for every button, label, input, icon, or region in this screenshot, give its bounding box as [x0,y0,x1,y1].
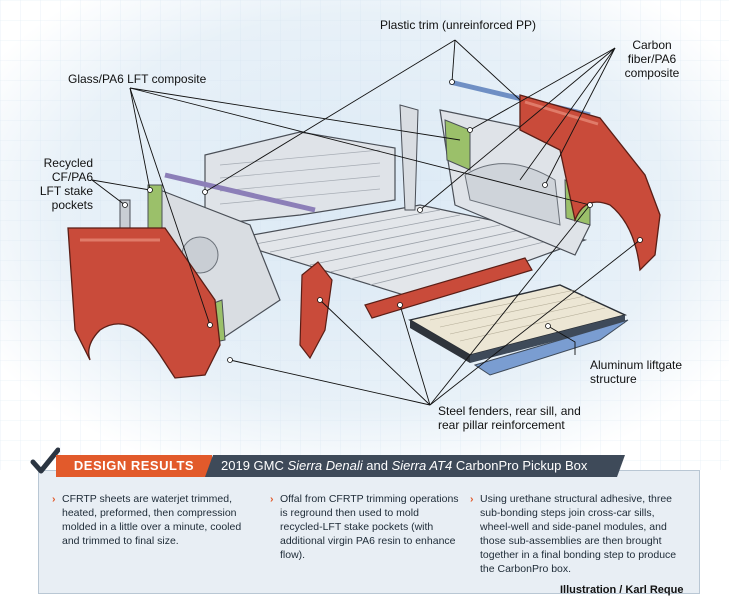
label-plastic-trim: Plastic trim (unreinforced PP) [380,18,537,32]
title-sierra-at4: Sierra AT4 [391,458,453,473]
liftgate [408,284,629,376]
label-aluminum-line1: Aluminum liftgate [590,358,683,372]
bed-floor [224,204,588,301]
label-steel-line1: Steel fenders, rear sill, and [438,404,581,418]
label-carbon-fiber: Carbon fiber/PA6 composite [612,38,692,80]
label-recycled-line4: pockets [51,198,93,212]
leader-lines [91,39,641,406]
plastic-trim-left [164,172,316,213]
illustration-credit: Illustration / Karl Reque [560,584,684,596]
result-column-1: › CFRTP sheets are waterjet trimmed, hea… [52,492,247,548]
checkmark-icon [30,447,60,474]
label-aluminum-line2: structure [590,372,637,386]
bullet-arrow-icon: › [270,493,274,505]
result-column-3: › Using urethane structural adhesive, th… [470,492,680,576]
label-glass-pa6: Glass/PA6 LFT composite [68,72,207,86]
label-carbon-fiber-line3: composite [624,66,680,80]
result-text-2: Offal from CFRTP trimming operations is … [280,493,459,561]
right-steel-fender [519,94,661,272]
bullet-arrow-icon: › [470,493,474,505]
left-steel-fender [67,227,221,379]
rear-sill [364,257,533,319]
label-carbon-fiber-line2: fiber/PA6 [627,52,677,66]
rear-pillar-reinforcement [299,261,333,360]
label-recycled-stake-pockets: Recycled CF/PA6 LFT stake pockets [38,156,93,212]
design-results-title: 2019 GMC Sierra Denali and Sierra AT4 Ca… [205,455,625,477]
result-text-3: Using urethane structural adhesive, thre… [480,493,677,575]
label-aluminum-liftgate: Aluminum liftgate structure [590,358,682,386]
design-results-badge: DESIGN RESULTS [56,455,212,477]
label-recycled-line2: CF/PA6 [51,170,93,184]
label-recycled-line3: LFT stake [39,184,93,198]
bullet-arrow-icon: › [52,493,56,505]
label-steel-line2: rear pillar reinforcement [438,418,565,432]
leader-dots [122,79,643,363]
label-carbon-fiber-line1: Carbon [632,38,672,52]
result-text-1: CFRTP sheets are waterjet trimmed, heate… [62,493,242,547]
result-column-2: › Offal from CFRTP trimming operations i… [270,492,460,562]
label-steel: Steel fenders, rear sill, and rear pilla… [438,404,581,432]
label-recycled-line1: Recycled [43,156,93,170]
title-mid: and [362,458,392,473]
design-results-panel [38,470,700,594]
title-post: CarbonPro Pickup Box [452,458,588,473]
title-sierra-denali: Sierra Denali [287,458,363,473]
title-pre: 2019 GMC [221,458,288,473]
